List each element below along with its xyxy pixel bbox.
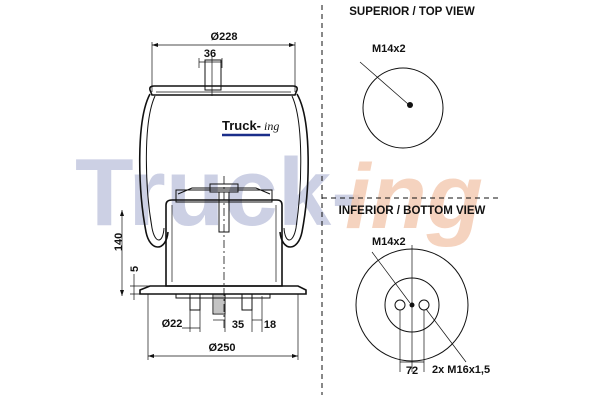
bolt-thread-leader [425, 308, 467, 363]
bolt-spacing-label: 72 [406, 365, 418, 377]
top-view-title: SUPERIOR / TOP VIEW [349, 6, 475, 18]
bellows-right-inner [283, 95, 302, 241]
bottom-view-title: INFERIOR / BOTTOM VIEW [339, 205, 486, 217]
bottom-flange [139, 285, 307, 295]
side-view: Ø228 36 [113, 31, 309, 360]
watermark: Truck- ing [75, 139, 483, 248]
top-diameter-label: Ø228 [211, 31, 238, 43]
offset-label: 5 [129, 266, 141, 272]
bellows-left-inner [145, 95, 165, 241]
center-thread-hole [409, 302, 415, 308]
flange-lip [175, 294, 271, 299]
bottom-thread-label: M14x2 [372, 236, 406, 248]
bead-plate [175, 189, 273, 203]
bolt-hole-left [394, 299, 406, 311]
top-thread-label: M14x2 [372, 43, 406, 55]
bottom-stud-width-label: 35 [232, 319, 244, 331]
top-plate [149, 85, 298, 96]
bottom-diameter-label: Ø250 [209, 342, 236, 354]
top-view-outer-circle [362, 67, 444, 149]
top-stud-label: 36 [204, 48, 216, 60]
bottom-stud-left [189, 293, 201, 311]
bellows-left [138, 93, 169, 248]
top-thread-hole [407, 102, 413, 108]
stud-hatch [214, 294, 224, 313]
bottom-stud-center [212, 293, 226, 315]
bottom-stud-right [241, 293, 253, 311]
bottom-thread-leader [371, 251, 411, 304]
bolt-thread-label: 2x M16x1,5 [432, 364, 490, 376]
top-thread-leader [359, 61, 409, 105]
piston-top [165, 199, 283, 225]
bolt-hole-right [418, 299, 430, 311]
logo-main-text: Truck- [222, 118, 261, 133]
bottom-view: INFERIOR / BOTTOM VIEW M14x2 72 2x M16x1… [339, 205, 490, 377]
product-logo: Truck- ing [222, 118, 279, 137]
watermark-script-text: ing [345, 146, 483, 248]
bottom-stud-diameter-label: Ø22 [162, 318, 183, 330]
bellows-right [279, 93, 309, 248]
bottom-stud-offset-label: 18 [264, 319, 276, 331]
top-view: SUPERIOR / TOP VIEW M14x2 [349, 6, 475, 149]
top-stud [204, 59, 222, 91]
height-label: 140 [113, 233, 125, 251]
logo-script-text: ing [264, 119, 279, 133]
